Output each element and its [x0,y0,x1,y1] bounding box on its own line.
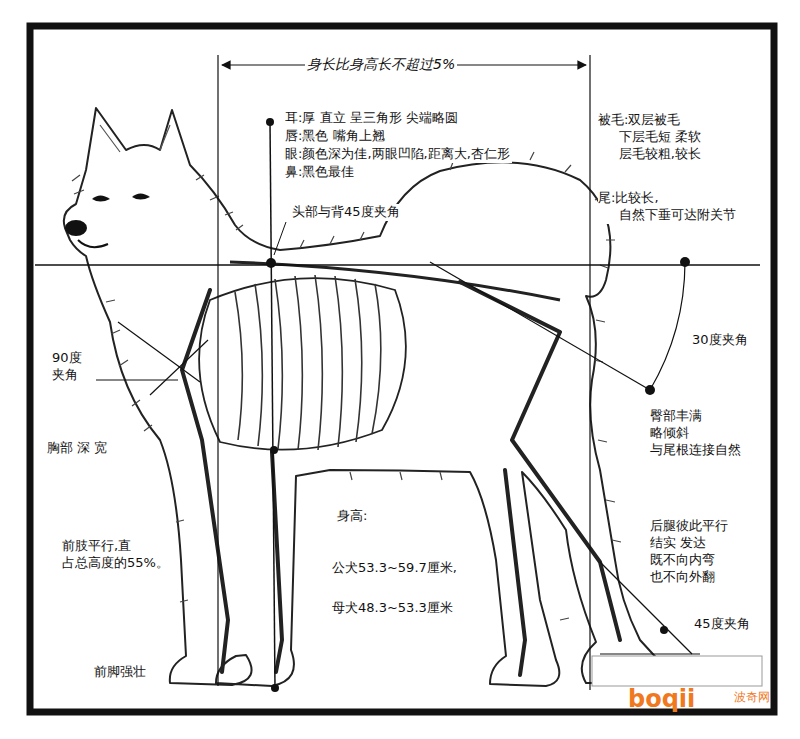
height-value: 母犬48.3~53.3厘米 [330,600,455,617]
angle-note: 30度夹角 [690,332,750,349]
eye [132,194,150,200]
blank-box [592,656,762,686]
chest-note: 胸部 深 宽 [45,440,109,457]
tail-note: 尾:比较长, 自然下垂可达附关节 [598,190,751,224]
mouth [78,240,108,247]
dog-outline [64,108,690,686]
back-line [35,264,760,266]
dot [660,626,668,634]
dot [266,118,274,126]
angle-arc [650,262,685,390]
dot [645,385,655,395]
leader-line [96,380,178,381]
dot [270,446,278,454]
guide-line [217,55,218,686]
foot-note: 前脚强壮 [92,664,148,681]
nose [65,220,87,236]
ear-inner [100,125,170,152]
angle-line [150,340,208,395]
dot [680,257,690,267]
guide-line [589,55,590,690]
height-value: 公犬53.3~59.7厘米, [330,560,459,577]
watermark-logo: boqii [626,684,697,715]
dot [271,684,279,692]
feature-note: 耳:厚 直立 呈三角形 尖端略圆 [283,110,460,127]
feature-note: 唇:黑色 嘴角上翘 [283,128,387,145]
frame [30,26,774,712]
foreleg-note: 前肢平行,直 占总高度的55%。 [60,538,171,572]
angle-note: 90度 夹角 [50,350,84,384]
leader-line [274,222,286,255]
angle-note: 45度夹角 [692,616,752,633]
hind-leg-note: 后腿彼此平行 结实 发达 既不向内弯 也不向外翻 [648,518,738,586]
feature-note: 鼻:黑色最佳 [283,164,356,181]
height-heading: 身高: [335,508,369,525]
dot [266,258,276,268]
watermark: 波奇网 [732,690,772,706]
height-line [270,122,275,688]
angle-line [118,322,200,382]
coat-note: 被毛:双层被毛 下层毛短 柔软 层毛较粗,较长 [598,112,725,163]
rump-note: 臀部丰满 略倾斜 与尾根连接自然 [648,408,743,459]
ribs [235,275,381,450]
spine [230,262,560,300]
angle-line [600,653,700,654]
dimension-note: 身长比身高长不超过5% [305,55,457,73]
feature-note: 眼:颜色深为佳,两眼凹陷,距离大,杏仁形 [283,146,512,163]
eye [92,196,110,202]
angle-note: 头部与背45度夹角 [290,204,402,221]
leg-bones [182,282,620,675]
angle-line [430,262,650,390]
